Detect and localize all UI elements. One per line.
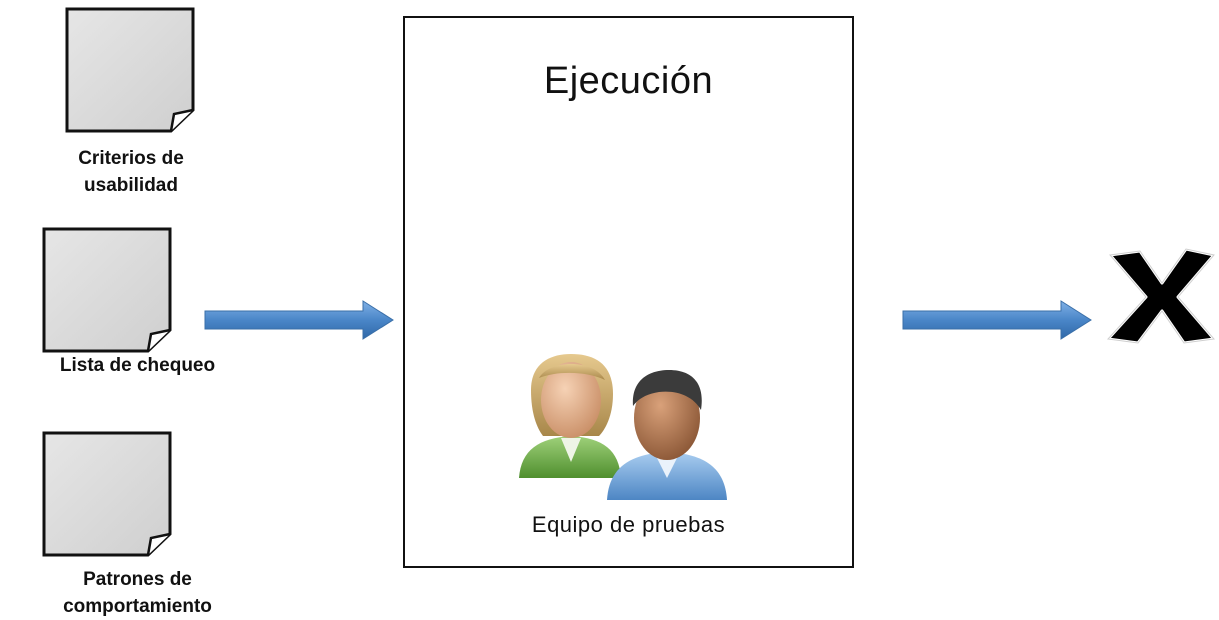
document-label-line: comportamiento [63, 596, 212, 617]
execution-title: Ejecución [543, 60, 714, 102]
document-label-criterios: Criterios de usabilidad [36, 145, 226, 199]
x-mark-icon [1106, 247, 1216, 345]
document-label-line: Lista de chequeo [59, 355, 216, 376]
right-arrow-icon [204, 300, 394, 340]
team-label: Equipo de pruebas [531, 512, 726, 537]
people-team-icon [519, 354, 727, 500]
document-icon [42, 227, 172, 353]
document-icon [65, 7, 195, 133]
document-label-patrones: Patrones de comportamiento [0, 566, 275, 620]
document-label-line: Patrones de [83, 569, 192, 590]
right-arrow-icon [902, 300, 1092, 340]
execution-box: Ejecución [403, 16, 854, 568]
document-icon [42, 431, 172, 557]
document-label-line: Criterios de [78, 148, 184, 169]
document-label-lista: Lista de chequeo [0, 352, 275, 379]
document-label-line: usabilidad [84, 175, 178, 196]
